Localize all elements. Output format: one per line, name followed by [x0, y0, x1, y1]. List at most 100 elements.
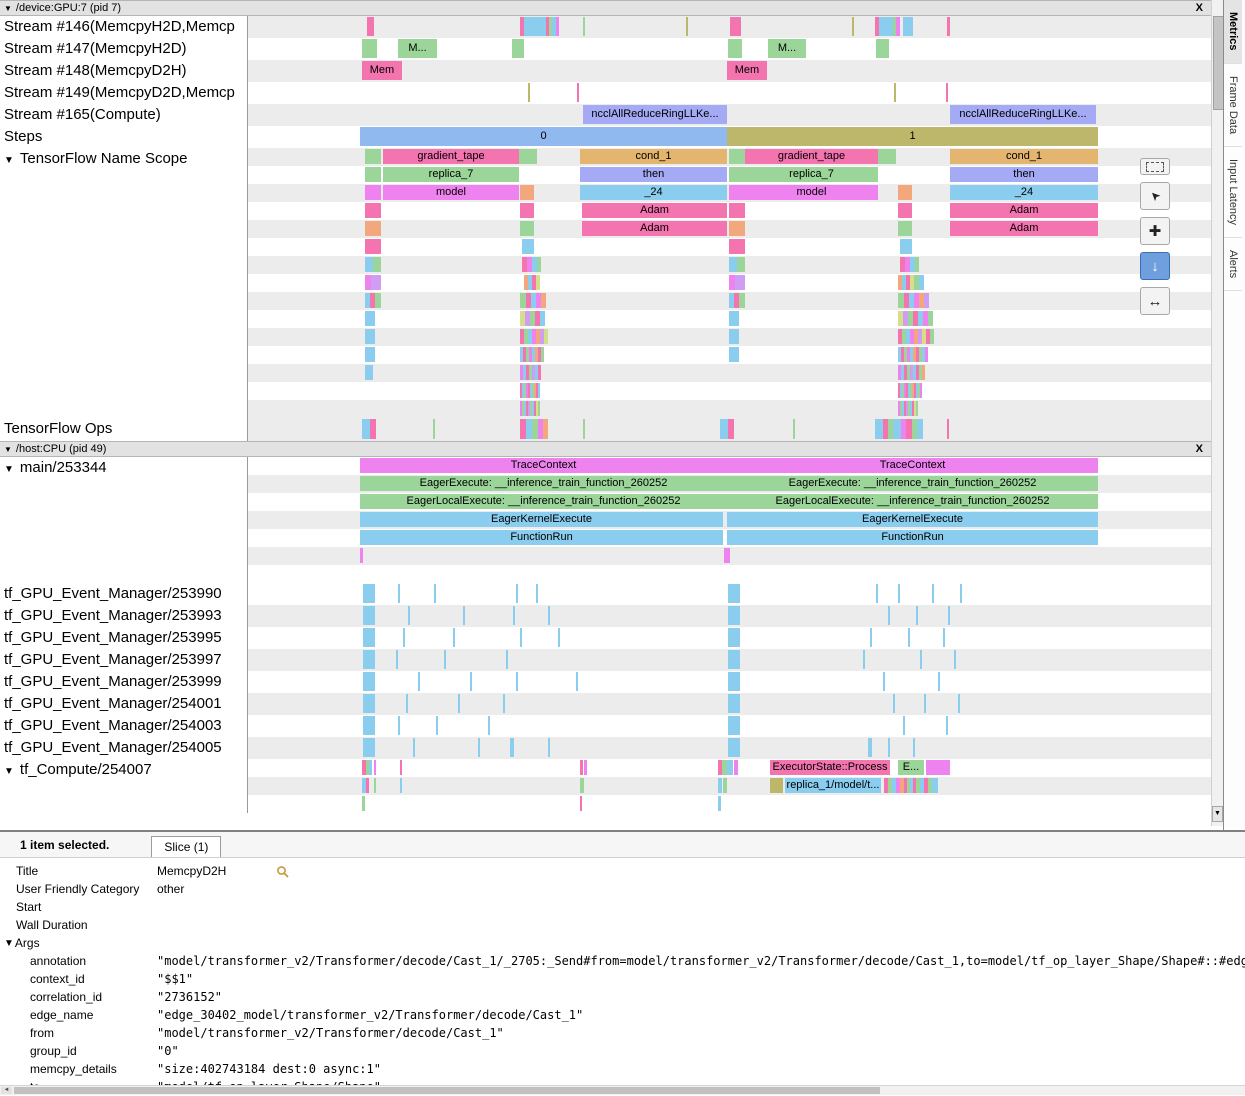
trace-event[interactable]	[728, 672, 740, 691]
trace-event[interactable]: replica_7	[383, 167, 519, 182]
trace-event[interactable]	[919, 293, 924, 308]
trace-event[interactable]	[896, 17, 900, 36]
trace-event[interactable]	[729, 203, 745, 218]
trace-event[interactable]	[913, 311, 918, 326]
trace-event[interactable]	[916, 365, 919, 380]
trace-event[interactable]	[947, 419, 949, 439]
trace-event[interactable]	[536, 401, 538, 416]
trace-event[interactable]: then	[950, 167, 1098, 182]
trace-event[interactable]	[524, 275, 528, 290]
trace-event[interactable]	[362, 39, 377, 58]
trace-event[interactable]	[925, 347, 928, 362]
trace-event[interactable]: EagerKernelExecute	[727, 512, 1098, 527]
trace-event[interactable]	[366, 778, 369, 793]
trace-event[interactable]	[535, 365, 538, 380]
trace-event[interactable]	[913, 365, 916, 380]
trace-event[interactable]	[434, 584, 436, 603]
trace-event[interactable]	[363, 606, 375, 625]
trace-event[interactable]	[903, 17, 913, 36]
trace-event[interactable]	[924, 694, 926, 713]
trace-event[interactable]: E...	[898, 760, 924, 775]
row-label[interactable]: TensorFlow Ops	[0, 418, 248, 441]
trace-event[interactable]	[898, 401, 900, 416]
collapse-arrow-icon[interactable]: ▼	[4, 766, 14, 777]
zoom-tool-button[interactable]: ↓	[1140, 252, 1170, 280]
trace-event[interactable]	[526, 383, 528, 398]
trace-event[interactable]	[917, 419, 923, 439]
trace-event[interactable]	[903, 311, 908, 326]
trace-event[interactable]	[920, 650, 922, 669]
trace-event[interactable]: Adam	[582, 203, 727, 218]
trace-event[interactable]	[905, 257, 910, 272]
trace-event[interactable]	[522, 383, 524, 398]
trace-event[interactable]: 0	[360, 127, 727, 146]
trace-event[interactable]	[928, 311, 933, 326]
collapse-arrow-icon[interactable]: ▼	[4, 464, 14, 475]
trace-event[interactable]	[737, 257, 745, 272]
trace-event[interactable]	[548, 606, 550, 625]
trace-event[interactable]	[526, 365, 529, 380]
trace-event[interactable]	[520, 185, 534, 200]
trace-event[interactable]	[538, 347, 541, 362]
trace-event[interactable]	[536, 383, 538, 398]
trace-event[interactable]	[718, 778, 722, 793]
timeline-track[interactable]	[248, 671, 1211, 693]
trace-event[interactable]	[408, 606, 410, 625]
trace-event[interactable]	[722, 760, 727, 775]
trace-event[interactable]	[898, 365, 901, 380]
trace-event[interactable]	[888, 419, 893, 439]
trace-event[interactable]: EagerKernelExecute	[360, 512, 723, 527]
trace-event[interactable]	[580, 760, 583, 775]
trace-event[interactable]	[735, 275, 745, 290]
trace-event[interactable]	[916, 347, 919, 362]
trace-event[interactable]: model	[745, 185, 878, 200]
collapse-arrow-icon[interactable]: ▼	[4, 444, 12, 454]
trace-event[interactable]	[524, 383, 526, 398]
trace-event[interactable]	[538, 419, 543, 439]
trace-event[interactable]	[907, 778, 910, 793]
trace-event[interactable]	[527, 257, 532, 272]
trace-event[interactable]	[523, 365, 526, 380]
trace-event[interactable]	[883, 419, 888, 439]
trace-event[interactable]: Mem	[727, 61, 767, 80]
trace-event[interactable]	[878, 149, 896, 164]
trace-event[interactable]	[576, 672, 578, 691]
trace-event[interactable]	[902, 401, 904, 416]
trace-event[interactable]: _24	[950, 185, 1098, 200]
trace-event[interactable]	[730, 17, 741, 36]
trace-event[interactable]	[904, 778, 907, 793]
trace-event[interactable]	[914, 383, 916, 398]
trace-event[interactable]	[898, 221, 912, 236]
trace-event[interactable]	[367, 17, 374, 36]
trace-event[interactable]	[919, 347, 922, 362]
trace-event[interactable]	[898, 185, 912, 200]
trace-event[interactable]	[396, 650, 398, 669]
trace-event[interactable]	[913, 347, 916, 362]
trace-event[interactable]	[898, 383, 900, 398]
collapse-arrow-icon[interactable]: ▼	[4, 937, 14, 949]
trace-event[interactable]	[398, 716, 400, 735]
row-label[interactable]: Stream #147(MemcpyH2D)	[0, 38, 248, 60]
trace-event[interactable]	[580, 778, 584, 793]
trace-event[interactable]	[363, 672, 375, 691]
trace-event[interactable]	[910, 365, 913, 380]
trace-event[interactable]	[524, 17, 546, 36]
trace-event[interactable]	[503, 694, 505, 713]
trace-event[interactable]	[541, 293, 546, 308]
trace-event[interactable]: replica_7	[745, 167, 878, 182]
trace-event[interactable]	[530, 311, 535, 326]
trace-event[interactable]: Adam	[950, 203, 1098, 218]
trace-event[interactable]	[365, 149, 381, 164]
trace-event[interactable]: model	[383, 185, 519, 200]
trace-event[interactable]	[729, 275, 735, 290]
trace-event[interactable]	[926, 760, 950, 775]
trace-event[interactable]	[728, 650, 740, 669]
trace-event[interactable]	[370, 419, 376, 439]
trace-event[interactable]	[365, 311, 375, 326]
trace-event[interactable]	[540, 311, 545, 326]
timeline-track[interactable]	[248, 605, 1211, 627]
trace-event[interactable]	[370, 293, 375, 308]
trace-event[interactable]	[538, 401, 540, 416]
trace-event[interactable]	[537, 257, 541, 272]
